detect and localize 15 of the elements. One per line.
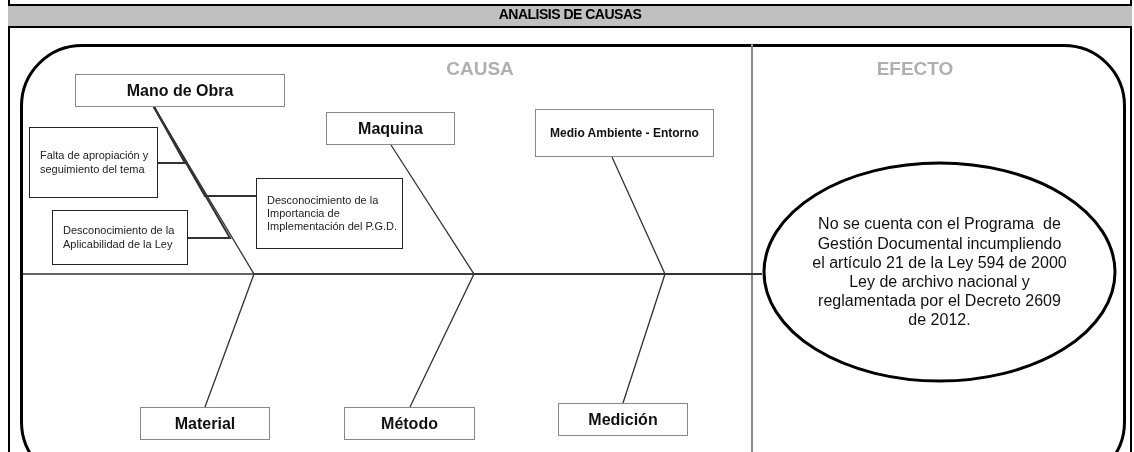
section-heading: EFECTO	[875, 58, 955, 80]
category-box: Medio Ambiente - Entorno	[535, 109, 714, 157]
cause-box: Desconocimiento de la Importancia de Implementación del P.G.D.	[256, 178, 403, 249]
category-box: Método	[344, 407, 475, 440]
connector-line	[622, 273, 763, 404]
category-box: Mano de Obra	[75, 74, 285, 107]
category-box: Maquina	[326, 112, 455, 145]
section-heading: CAUSA	[445, 58, 515, 80]
effect-ellipse: No se cuenta con el Programa de Gestión Documental incumpliendo el artículo 21 de la Ley 594 de 2000 Ley de archivo nacional y reglamentada por el Decreto 2609 de 2012.	[762, 161, 1117, 383]
title: ANALISIS DE CAUSAS	[497, 6, 643, 22]
category-box: Medición	[558, 403, 688, 436]
connector-line	[153, 106, 232, 239]
category-box: Material	[140, 407, 270, 440]
cause-box: Desconocimiento de la Aplicabilidad de la Ley	[52, 210, 188, 265]
cause-box: Falta de apropiación y seguimiento del tema	[29, 127, 158, 198]
